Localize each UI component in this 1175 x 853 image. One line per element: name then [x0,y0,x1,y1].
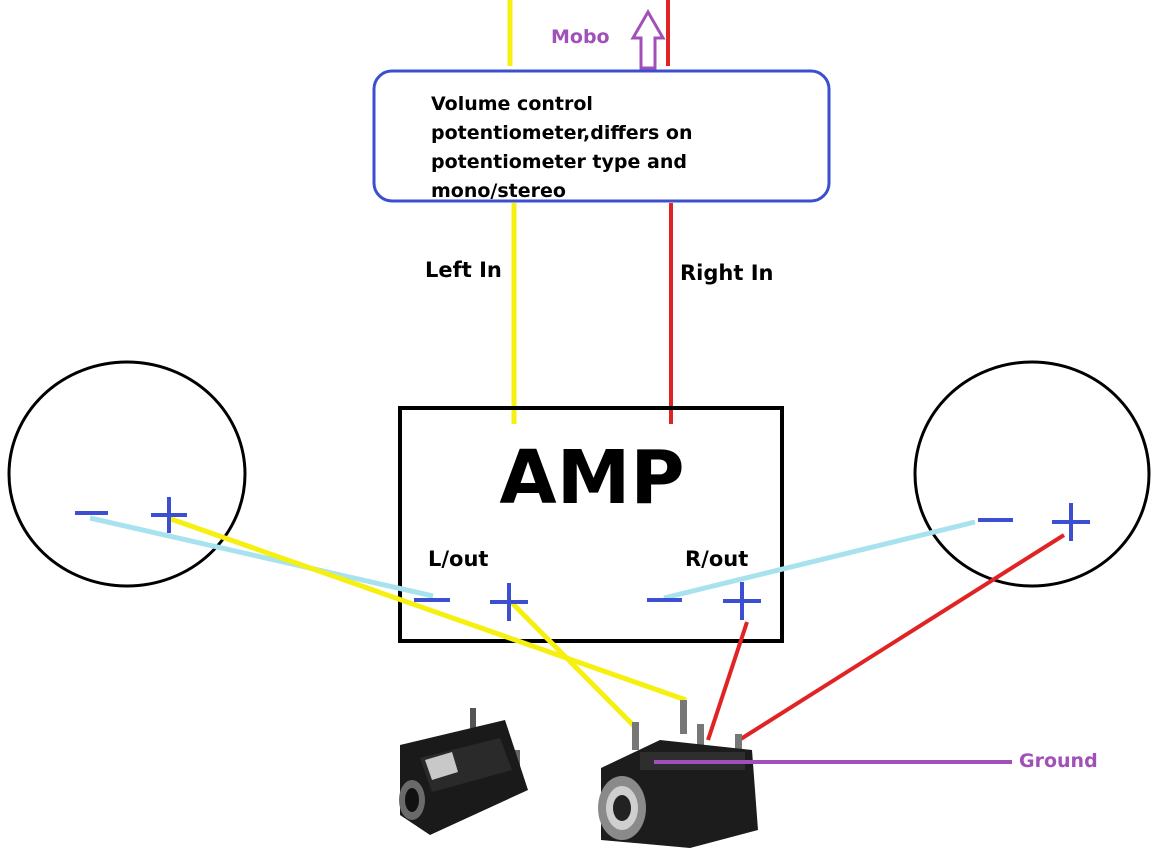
l-out-positive-wire [508,599,638,730]
ground-label: Ground [1019,750,1098,772]
left-speaker-positive-wire [167,515,687,703]
left-speaker-plus-symbol [151,497,187,533]
r-out-positive-wire [706,621,749,741]
right-speaker-positive-wire [734,533,1066,744]
r-out-plus-symbol [723,582,761,620]
amp-label: AMP [499,435,684,521]
left-speaker [7,360,247,588]
mobo-label: Mobo [551,26,610,48]
volume-pot-description: Volume control potentiometer,differs on … [431,93,693,202]
amp-box [398,406,784,643]
large-audio-jack-icon [598,700,758,848]
r-out-label: R/out [685,547,748,571]
left-in-label: Left In [425,258,502,282]
left-negative-wire [89,515,434,599]
right-speaker-plus-symbol [1052,503,1090,541]
right-speaker [913,360,1151,588]
l-out-plus-symbol [490,583,528,621]
mobo-arrow-icon [630,8,666,70]
small-audio-jack-icon [399,708,528,835]
right-negative-wire [663,519,976,601]
right-in-label: Right In [680,261,773,285]
l-out-label: L/out [428,547,488,571]
volume-pot-box [372,69,831,203]
